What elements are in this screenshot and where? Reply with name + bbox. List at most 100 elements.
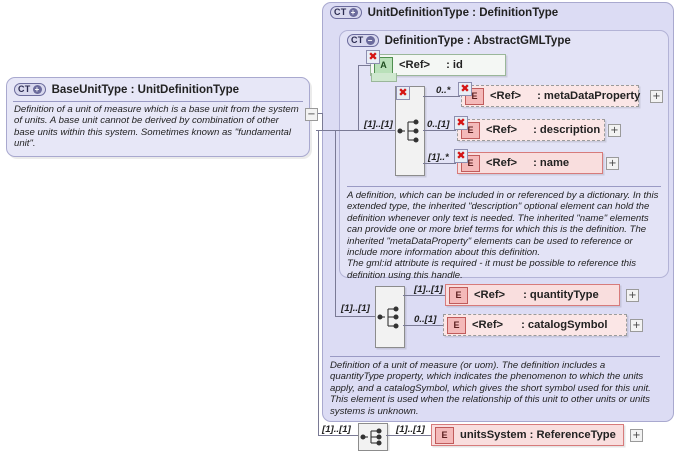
required-marker-inherited-sequence: ✖ [396,86,410,100]
cardinality-name: [1]..* [428,152,449,163]
required-marker-name: ✖ [454,149,468,163]
element-labels-metadataproperty: <Ref> : metaDataProperty [490,90,640,102]
element-node-name[interactable]: E <Ref> : name [457,152,603,174]
collapse-button-root[interactable]: − [305,108,318,121]
element-name-quantitytype: : quantityType [523,289,599,301]
element-node-quantitytype[interactable]: E <Ref> : quantityType [445,284,620,306]
unit-definition-type-label: UnitDefinitionType : DefinitionType [367,6,559,19]
cardinality-bottom-right: [1]..[1] [396,424,425,435]
base-unit-type-divider [13,101,303,102]
cardinality-description: 0..[1] [427,119,450,130]
element-ref-quantitytype: <Ref> [474,289,506,301]
complex-type-badge-icon[interactable]: CT+ [330,6,362,19]
cardinality-own-sequence: [1]..[1] [341,303,370,314]
element-icon-label-catalogsymbol: E [453,319,460,330]
connector-to-bottom-sequence [318,435,358,436]
expand-button-name[interactable]: + [606,157,619,170]
attribute-node-id-labels: <Ref> : id [399,59,463,71]
element-node-catalogsymbol[interactable]: E <Ref> : catalogSymbol [443,314,627,336]
element-icon-unitssystem: E [435,426,454,444]
element-icon-label-unitssystem: E [441,429,448,440]
element-name-name: : name [533,157,570,169]
element-node-metadataproperty[interactable]: E <Ref> : metaDataProperty [461,85,640,107]
element-name-unitssystem: unitsSystem : ReferenceType [460,429,616,441]
connector-bottom-to-unitssystem [386,435,432,436]
connector-seq-to-description [423,130,456,131]
element-labels-description: <Ref> : description [486,124,600,136]
sequence-compositor-bottom[interactable] [358,423,388,451]
definition-type-doc-line-1: A definition, which can be included in o… [347,190,659,259]
element-icon-catalogsymbol: E [447,316,466,334]
required-marker-metadataproperty: ✖ [458,82,472,96]
element-labels-unitssystem: unitsSystem : ReferenceType [460,429,616,441]
connector-vertical-own [335,130,336,316]
element-labels-catalogsymbol: <Ref> : catalogSymbol [472,319,608,331]
connector-seq-to-metadata [423,96,460,97]
expand-button-metadataproperty[interactable]: + [650,90,663,103]
expand-plus-icon[interactable]: + [348,8,358,17]
sequence-compositor-inherited[interactable] [395,86,425,176]
cardinality-quantitytype: [1]..[1] [414,284,443,295]
element-icon-label: E [471,90,478,101]
definition-type-title: CT− DefinitionType : AbstractGMLType [347,34,571,47]
element-ref-metadataproperty: <Ref> [490,90,522,102]
unit-definition-type-documentation: Definition of a unit of measure (or uom)… [330,356,660,417]
cardinality-metadataproperty: 0..* [436,85,451,96]
connector-own-to-quantitytype [403,295,445,296]
element-name-catalogsymbol: : catalogSymbol [521,319,608,331]
cardinality-bottom-left: [1]..[1] [322,424,351,435]
attribute-node-id[interactable]: A <Ref> : id [370,54,506,82]
attribute-fold-shape [371,73,397,82]
definition-type-documentation: A definition, which can be included in o… [347,186,661,281]
attribute-name-label: : id [446,59,463,71]
connector-to-own-sequence [335,316,375,317]
required-marker-id: ✖ [366,50,380,64]
connector-seq-to-name [423,163,456,164]
base-unit-type-title: CT+ BaseUnitType : UnitDefinitionType [14,83,239,96]
element-ref-catalogsymbol: <Ref> [472,319,504,331]
expand-button-description[interactable]: + [608,124,621,137]
element-icon-label-name: E [467,157,474,168]
connector-to-attribute [358,65,371,66]
sequence-icon-own [377,306,399,329]
unit-definition-type-doc: Definition of a unit of measure (or uom)… [330,360,651,417]
element-labels-quantitytype: <Ref> : quantityType [474,289,599,301]
sequence-icon-bottom [360,428,382,446]
element-name-description: : description [533,124,601,136]
complex-type-badge-icon-root[interactable]: CT+ [14,83,46,96]
element-node-unitssystem[interactable]: E unitsSystem : ReferenceType [431,424,624,446]
attribute-icon-label: A [380,59,387,70]
unit-definition-type-title: CT+ UnitDefinitionType : DefinitionType [330,6,558,19]
connector-vertical-inherited [358,65,359,130]
required-marker-description: ✖ [454,116,468,130]
element-node-description[interactable]: E <Ref> : description [457,119,605,141]
connector-trunk-join [316,130,360,131]
ct-badge-label-root: CT [18,84,31,94]
base-unit-type-label: BaseUnitType : UnitDefinitionType [51,83,240,96]
expand-plus-icon-root[interactable]: + [32,85,42,94]
expand-button-catalogsymbol[interactable]: + [630,319,643,332]
element-icon-label-description: E [467,124,474,135]
expand-button-quantitytype[interactable]: + [626,289,639,302]
connector-own-to-catalogsymbol [403,325,445,326]
cardinality-catalogsymbol: 0..[1] [414,314,437,325]
element-labels-name: <Ref> : name [486,157,569,169]
complex-type-badge-icon-inner[interactable]: CT− [347,34,379,47]
ct-badge-label: CT [334,7,347,17]
connector-root-trunk-vertical [322,113,323,131]
base-unit-type-documentation: Definition of a unit of measure which is… [14,104,299,150]
element-ref-description: <Ref> [486,124,518,136]
connector-vertical-bottom [318,130,319,435]
sequence-icon [397,119,419,143]
cardinality-inherited-sequence: [1]..[1] [364,119,393,130]
collapse-minus-icon[interactable]: − [365,36,375,45]
element-icon-quantitytype: E [449,286,468,304]
attribute-ref-label: <Ref> [399,59,431,71]
element-icon-label-quantitytype: E [455,289,462,300]
base-unit-type-box[interactable]: CT+ BaseUnitType : UnitDefinitionType De… [6,77,310,157]
definition-type-doc-line-2: The gml:id attribute is required - it mu… [347,258,637,281]
definition-type-label: DefinitionType : AbstractGMLType [384,34,571,47]
element-name-metadataproperty: : metaDataProperty [537,90,641,102]
expand-button-unitssystem[interactable]: + [630,429,643,442]
sequence-compositor-own[interactable] [375,286,405,348]
